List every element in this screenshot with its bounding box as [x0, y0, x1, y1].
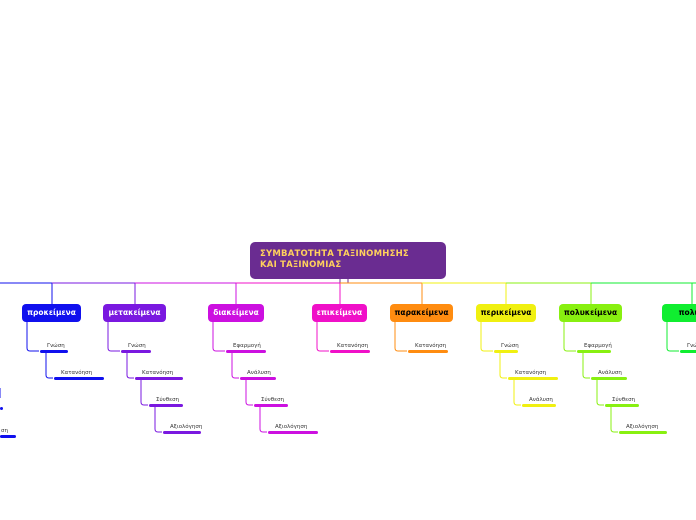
- leaf-node[interactable]: Ανάλυση: [522, 395, 556, 407]
- leaf-label: Εφαρμογή: [584, 343, 612, 349]
- leaf-node[interactable]: Ανάλυση: [591, 368, 627, 380]
- leaf-underline: [591, 377, 627, 380]
- leaf-underline: [522, 404, 556, 407]
- connector-line: [666, 322, 679, 352]
- leaf-label: Γνώση: [501, 343, 519, 349]
- offscreen-leaf-node[interactable]: ση: [0, 426, 16, 438]
- leaf-underline: [619, 431, 667, 434]
- branch-node[interactable]: επικείμενα: [312, 304, 367, 322]
- leaf-underline: [268, 431, 318, 434]
- leaf-label: Κατανόηση: [61, 370, 93, 376]
- leaf-label: Σύνθεση: [612, 397, 636, 403]
- leaf-label: Ανάλυση: [598, 370, 622, 376]
- offscreen-node-marker: [0, 407, 3, 410]
- leaf-label: Κατανόηση: [515, 370, 547, 376]
- leaf-node[interactable]: Ανάλυση: [240, 368, 276, 380]
- connector-line: [563, 322, 576, 352]
- leaf-underline: [254, 404, 288, 407]
- leaf-label: Αξιολόγηση: [275, 424, 308, 430]
- branch-node[interactable]: πολυσ: [662, 304, 696, 322]
- leaf-node[interactable]: Κατανόηση: [330, 341, 370, 353]
- leaf-label: Γνώση: [47, 343, 65, 349]
- branch-node[interactable]: πολυκείμενα: [559, 304, 622, 322]
- connector-line: [212, 322, 225, 352]
- leaf-label: Κατανόηση: [142, 370, 174, 376]
- connector-line: [499, 352, 507, 379]
- branch-node[interactable]: διακείμενα: [208, 304, 264, 322]
- connector-line: [582, 352, 590, 379]
- leaf-underline: [605, 404, 639, 407]
- leaf-label: Σύνθεση: [156, 397, 180, 403]
- leaf-underline: [163, 431, 201, 434]
- leaf-underline: [408, 350, 448, 353]
- branch-node[interactable]: μετακείμενα: [103, 304, 166, 322]
- leaf-node[interactable]: Γνώση: [40, 341, 68, 353]
- leaf-underline: [240, 377, 276, 380]
- connector-line: [480, 322, 493, 352]
- branch-node[interactable]: περικείμενα: [476, 304, 536, 322]
- leaf-node[interactable]: Εφαρμογή: [226, 341, 266, 353]
- connector-line: [107, 322, 120, 352]
- leaf-label: Κατανόηση: [415, 343, 447, 349]
- connector-line: [154, 406, 162, 433]
- connector-line: [513, 379, 521, 406]
- connector-line: [610, 406, 618, 433]
- leaf-label: ση: [1, 428, 8, 434]
- leaf-label: Ανάλυση: [247, 370, 271, 376]
- leaf-underline: [121, 350, 151, 353]
- leaf-node[interactable]: Κατανόηση: [54, 368, 104, 380]
- connector-line: [140, 379, 148, 406]
- connector-line: [245, 379, 253, 406]
- leaf-node[interactable]: Σύνθεση: [605, 395, 639, 407]
- leaf-label: Αξιολόγηση: [170, 424, 203, 430]
- leaf-node[interactable]: Γνώση: [121, 341, 151, 353]
- leaf-node[interactable]: Κατανόηση: [508, 368, 558, 380]
- leaf-underline: [494, 350, 518, 353]
- leaf-underline: [0, 435, 16, 438]
- leaf-node[interactable]: Κατανόηση: [135, 368, 183, 380]
- root-title-line-2: ΚΑΙ ΤΑΞΙΝΟΜΙΑΣ: [260, 260, 342, 270]
- leaf-label: Εφαρμογή: [233, 343, 261, 349]
- leaf-node[interactable]: Αξιολόγηση: [163, 422, 203, 434]
- leaf-underline: [330, 350, 370, 353]
- branch-node[interactable]: παρακείμενα: [390, 304, 453, 322]
- branch-node[interactable]: προκείμενα: [22, 304, 81, 322]
- leaf-node[interactable]: Σύνθεση: [254, 395, 288, 407]
- leaf-node[interactable]: Αξιολόγηση: [268, 422, 318, 434]
- leaf-underline: [577, 350, 611, 353]
- root-topic[interactable]: ΣΥΜΒΑΤΟΤΗΤΑ ΤΑΞΙΝΟΜΗΣΗΣ ΚΑΙ ΤΑΞΙΝΟΜΙΑΣ: [250, 242, 446, 279]
- leaf-node[interactable]: Γνώση: [680, 341, 696, 353]
- leaf-label: Γνώση: [128, 343, 146, 349]
- leaf-underline: [40, 350, 68, 353]
- root-title-line-1: ΣΥΜΒΑΤΟΤΗΤΑ ΤΑΞΙΝΟΜΗΣΗΣ: [260, 249, 409, 259]
- leaf-underline: [149, 404, 183, 407]
- leaf-label: Ανάλυση: [529, 397, 553, 403]
- connector-line: [394, 322, 407, 352]
- connector-line: [26, 322, 39, 352]
- leaf-label: Γνώση: [687, 343, 696, 349]
- leaf-node[interactable]: Κατανόηση: [408, 341, 448, 353]
- leaf-underline: [135, 377, 183, 380]
- leaf-label: Σύνθεση: [261, 397, 285, 403]
- connector-line: [259, 406, 267, 433]
- leaf-label: Αξιολόγηση: [626, 424, 659, 430]
- leaf-node[interactable]: Σύνθεση: [149, 395, 183, 407]
- connector-line: [316, 322, 329, 352]
- leaf-node[interactable]: Αξιολόγηση: [619, 422, 667, 434]
- connector-line: [596, 379, 604, 406]
- leaf-underline: [226, 350, 266, 353]
- leaf-node[interactable]: Γνώση: [494, 341, 519, 353]
- leaf-underline: [54, 377, 104, 380]
- leaf-underline: [680, 350, 696, 353]
- connector-line: [231, 352, 239, 379]
- leaf-label: Κατανόηση: [337, 343, 369, 349]
- connector-line: [45, 352, 53, 379]
- connector-line: [126, 352, 134, 379]
- leaf-node[interactable]: Εφαρμογή: [577, 341, 612, 353]
- leaf-underline: [508, 377, 558, 380]
